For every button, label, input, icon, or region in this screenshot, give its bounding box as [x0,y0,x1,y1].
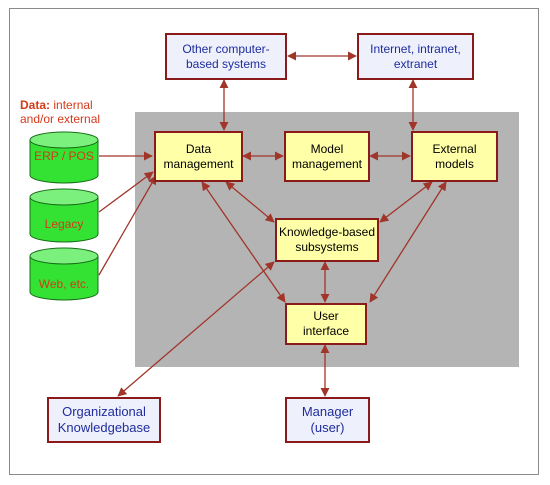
data-source-label: Data: internal and/or external [20,98,112,127]
arrow-web-dm [98,175,157,276]
data-management-box: Data management [154,131,243,182]
knowledge-subsystems-box: Knowledge-based subsystems [275,218,379,262]
data-label-bold: Data: [20,98,51,112]
arrow-dm-ui [201,181,286,303]
arrow-legacy-dm [98,171,154,213]
external-models-box: External models [411,131,498,182]
user-interface-box: User interface [285,303,367,345]
arrow-dm-kb [225,181,275,223]
cylinder-legacy-label: Legacy [44,217,84,231]
other-systems-box: Other computer- based systems [165,33,287,80]
arrow-kb-org [117,261,275,397]
cylinder-erp-label: ERP / POS [34,149,94,163]
manager-box: Manager (user) [285,397,370,443]
cylinder-erp [29,131,99,184]
org-knowledgebase-box: Organizational Knowledgebase [47,397,161,443]
arrow-ext-ui [369,181,447,303]
cylinder-web [29,247,99,301]
model-management-box: Model management [284,131,370,182]
cylinder-legacy [29,188,99,243]
data-label-rest: internal and/or external [20,98,101,127]
internet-box: Internet, intranet, extranet [357,33,474,80]
cylinder-web-label: Web, etc. [38,277,90,291]
